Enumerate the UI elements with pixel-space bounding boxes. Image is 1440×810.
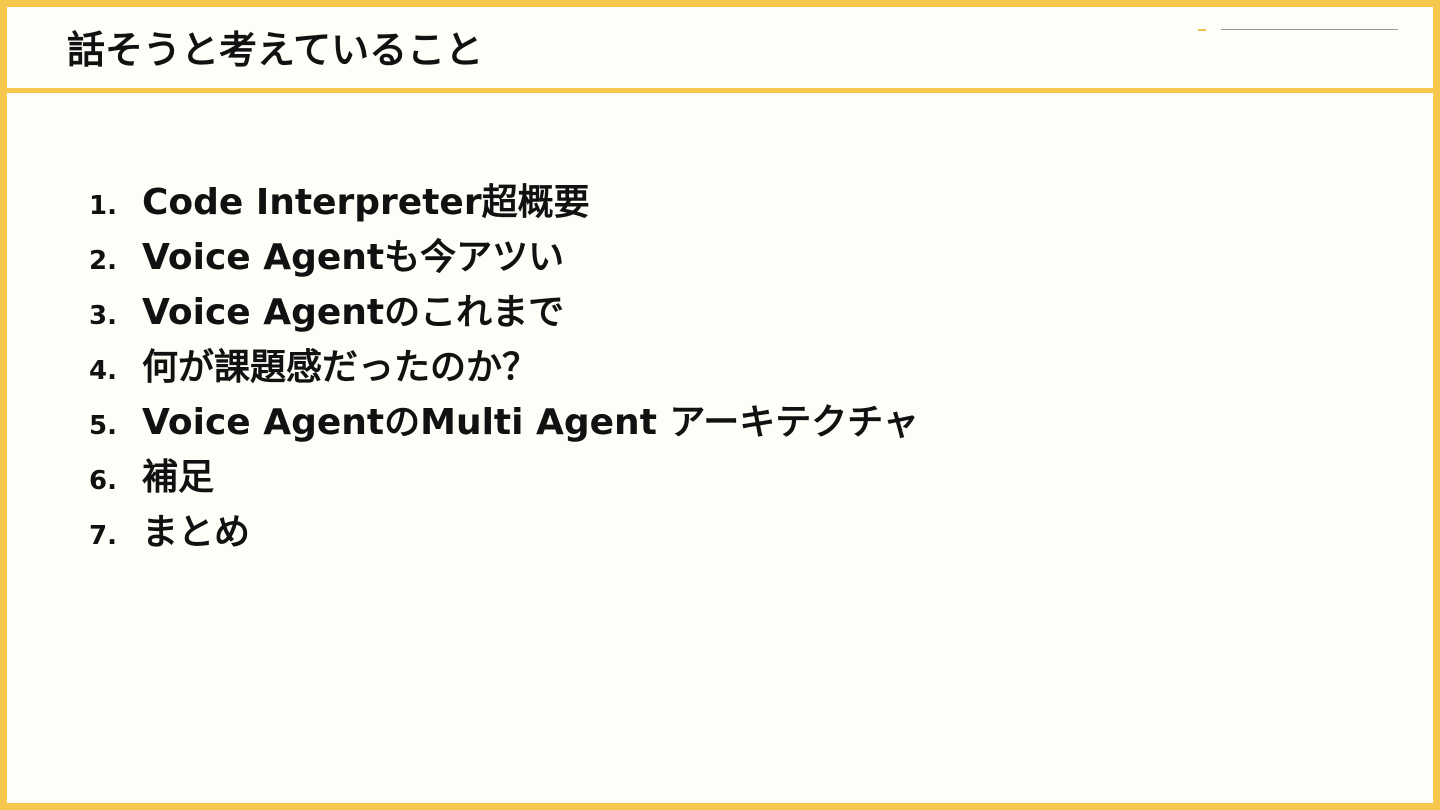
agenda-item-number: 1. (89, 191, 117, 221)
agenda-item: 6. 補足 (89, 448, 919, 503)
slide-title: 話そうと考えていること (67, 28, 484, 72)
agenda-item-text: Voice Agentのこれまで (142, 292, 565, 333)
decoration-accent-dash (1198, 29, 1206, 31)
slide-header: 話そうと考えていること (7, 7, 1433, 93)
agenda-item-number: 3. (89, 301, 117, 331)
agenda-item: 7. まとめ (89, 503, 919, 558)
agenda-item: 4. 何が課題感だったのか？ (89, 338, 919, 393)
agenda-item-text: Code Interpreter超概要 (142, 182, 590, 223)
agenda-item: 3. Voice Agentのこれまで (89, 283, 919, 338)
agenda-item-number: 7. (89, 521, 117, 551)
agenda-item-text: 補足 (142, 457, 215, 498)
agenda-item-text: 何が課題感だったのか？ (142, 347, 539, 388)
agenda-item-number: 4. (89, 356, 117, 386)
decoration-rule-line (1221, 29, 1398, 30)
agenda-list: 1. Code Interpreter超概要 2. Voice Agentも今ア… (89, 173, 919, 558)
agenda-item-number: 5. (89, 411, 117, 441)
agenda-item-text: まとめ (142, 512, 251, 553)
agenda-item-text: Voice AgentのMulti Agent アーキテクチャ (142, 402, 919, 443)
agenda-item-number: 6. (89, 466, 117, 496)
agenda-item: 5. Voice AgentのMulti Agent アーキテクチャ (89, 393, 919, 448)
agenda-item: 1. Code Interpreter超概要 (89, 173, 919, 228)
agenda-item-text: Voice Agentも今アツい (142, 237, 565, 278)
agenda-item-number: 2. (89, 246, 117, 276)
header-decoration (1198, 28, 1408, 32)
agenda-item: 2. Voice Agentも今アツい (89, 228, 919, 283)
